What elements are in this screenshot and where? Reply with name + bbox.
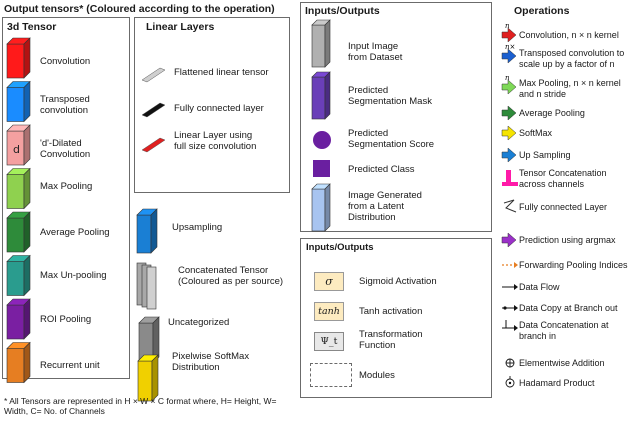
tensor-label-transposed-convolution: Transposed convolution — [40, 94, 90, 116]
output-tensors-title: Output tensors* (Coloured according to t… — [4, 3, 275, 15]
op-label-max-pooling: Max Pooling, n × n kernel and n stride — [519, 78, 621, 99]
tensor-label-roi-pooling: ROI Pooling — [40, 314, 92, 325]
op-label-elementwise-addition: Elementwise Addition — [519, 358, 605, 368]
io-panel — [300, 2, 492, 232]
tensor3d-panel — [2, 17, 130, 379]
tensor-label-recurrent-unit: Recurrent unit — [40, 360, 100, 371]
tensor3d-recurrent-unit-icon — [6, 341, 31, 384]
io2-label-sigmoid: Sigmoid Activation — [359, 276, 437, 287]
io-label-segmentation-mask: Predicted Segmentation Mask — [348, 85, 432, 107]
op-label-transposed-convolution: Transposed convolution to scale up by a … — [519, 48, 625, 69]
io-title: Inputs/Outputs — [305, 5, 380, 17]
dilation-glyph: d — [13, 143, 20, 156]
tensor3d-convolution-icon — [6, 37, 31, 79]
op-label-softmax: SoftMax — [519, 128, 553, 138]
segmentation-mask-icon — [311, 71, 331, 120]
op-label-data-concatenation: Data Concatenation at branch in — [519, 320, 609, 341]
data-copy-arrowhead-icon — [514, 305, 518, 311]
softmax-arrow-icon — [501, 125, 517, 141]
linear-layers-title: Linear Layers — [146, 21, 215, 33]
svg-text:n: n — [505, 22, 510, 30]
tensor-label-max-unpooling: Max Un-pooling — [40, 270, 107, 281]
op-label-pooling-indices: Forwarding Pooling Indices — [519, 260, 628, 270]
other-tensor-icons — [136, 208, 160, 402]
linear-label-full-size-conv: Linear Layer using full size convolution — [174, 130, 257, 152]
uncategorized-tensor-icon — [138, 316, 160, 364]
tensor-label-dilated-convolution: 'd'-Dilated Convolution — [40, 138, 91, 160]
op-label-convolution: Convolution, n × n kernel — [519, 30, 619, 40]
io-label-latent-image: Image Generated from a Latent Distributi… — [348, 190, 422, 223]
psi-symbol-box: Ψ_t — [314, 332, 344, 351]
sigmoid-symbol-box: σ — [314, 272, 344, 291]
io2-panel — [300, 238, 492, 398]
io2-label-modules: Modules — [359, 370, 395, 381]
max-pooling-arrow-icon: n — [501, 74, 517, 95]
op-label-fully-connected: Fully connected Layer — [519, 202, 608, 212]
tensor3d-title: 3d Tensor — [7, 21, 57, 33]
io2-label-tanh: Tanh activation — [359, 306, 423, 317]
convolution-arrow-icon: n — [501, 22, 517, 43]
svg-text:n: n — [505, 74, 510, 82]
linear-icons — [141, 67, 166, 153]
transposed-convolution-arrow-icon: n× — [501, 43, 517, 64]
op-label-upsampling: Up Sampling — [519, 150, 571, 160]
tensor3d-dilated-convolution-icon — [6, 124, 31, 166]
upsampling-arrow-icon — [501, 147, 517, 163]
tensor3d-icons: d — [6, 37, 31, 384]
tensor3d-max-pooling-icon — [6, 167, 31, 210]
modules-dashed-box — [310, 363, 352, 387]
segmentation-score-icon — [313, 131, 331, 149]
average-pooling-arrow-icon — [501, 105, 517, 121]
footnote: * All Tensors are represented in H × W ×… — [4, 386, 294, 416]
fully-connected-icon — [141, 102, 166, 118]
full-size-conv-icon — [141, 137, 166, 153]
tensor3d-roi-pooling-icon — [6, 298, 31, 340]
op-label-data-flow: Data Flow — [519, 282, 560, 292]
io-label-predicted-class: Predicted Class — [348, 164, 415, 175]
pooling-indices-arrowhead-icon — [514, 262, 518, 268]
data-concat-arrowhead-icon — [514, 325, 518, 331]
io2-label-transformation: Transformation Function — [359, 329, 423, 351]
other-label-uncategorized: Uncategorized — [168, 317, 230, 328]
io-label-input-image: Input Image from Dataset — [348, 41, 403, 63]
operations-title: Operations — [514, 5, 570, 17]
svg-text:n×: n× — [505, 43, 515, 51]
predicted-class-icon — [313, 160, 330, 177]
concatenated-tensor-icon — [136, 262, 157, 310]
input-image-icon — [311, 19, 331, 68]
data-copy-dot-icon — [503, 306, 507, 310]
op-label-average-pooling: Average Pooling — [519, 108, 585, 118]
tensor-label-average-pooling: Average Pooling — [40, 227, 110, 238]
op-label-argmax: Prediction using argmax — [519, 235, 616, 245]
op-label-hadamard-product: Hadamard Product — [519, 378, 595, 388]
tensor3d-transposed-convolution-icon — [6, 80, 31, 123]
tensor-label-convolution: Convolution — [40, 56, 91, 67]
tensor3d-max-unpooling-icon — [6, 254, 31, 297]
op-label-data-copy: Data Copy at Branch out — [519, 303, 618, 313]
other-label-upsampling: Upsampling — [172, 222, 223, 233]
tensor-label-max-pooling: Max Pooling — [40, 181, 93, 192]
footnote-text: * All Tensors are represented in H × W ×… — [4, 396, 277, 416]
pixelwise-softmax-icon — [137, 354, 159, 402]
linear-label-fully-connected: Fully connected layer — [174, 103, 264, 114]
argmax-arrow-icon — [501, 232, 517, 248]
fully-connected-zigzag-icon — [503, 199, 517, 213]
op-label-tensor-concatenation: Tensor Concatenation across channels — [519, 168, 607, 189]
other-label-pixelwise-softmax: Pixelwise SoftMax Distribution — [172, 351, 250, 373]
data-flow-arrowhead-icon — [514, 284, 518, 290]
latent-image-icon — [311, 183, 331, 232]
other-label-concatenated: Concatenated Tensor (Coloured as per sou… — [178, 265, 284, 287]
linear-label-flattened: Flattened linear tensor — [174, 67, 269, 78]
upsampling-tensor-icon — [136, 208, 158, 254]
io2-title: Inputs/Outputs — [306, 242, 374, 253]
tensor3d-average-pooling-icon — [6, 211, 31, 253]
tanh-symbol-box: tanh — [314, 302, 344, 321]
hadamard-product-dot — [508, 381, 512, 385]
flattened-tensor-icon — [141, 67, 166, 83]
linear-layers-panel — [134, 17, 290, 193]
tensor-concatenation-icon — [502, 170, 518, 186]
io-label-segmentation-score: Predicted Segmentation Score — [348, 128, 435, 150]
io-icons — [311, 19, 331, 232]
operation-icons: n n× n — [501, 22, 518, 388]
